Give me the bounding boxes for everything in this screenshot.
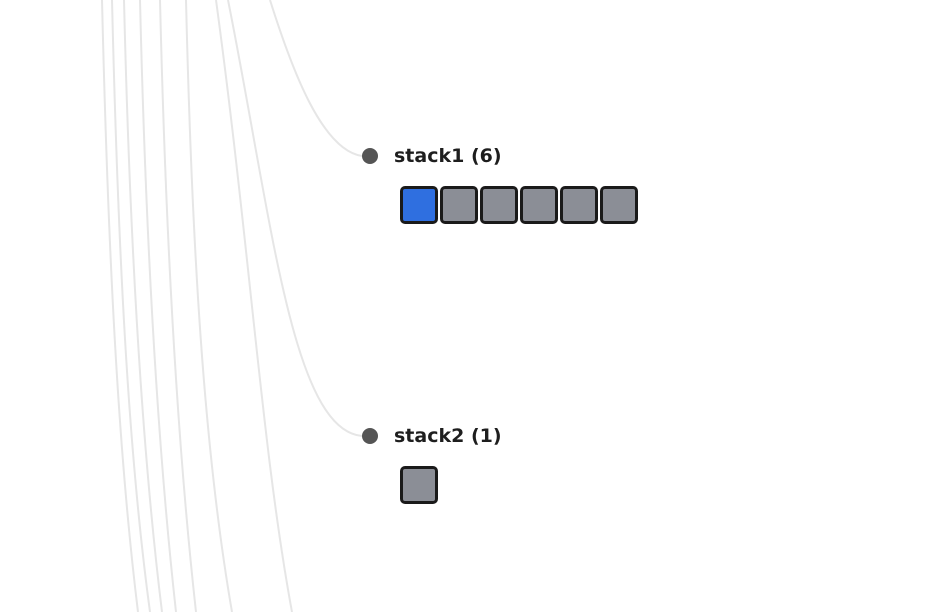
stack2-block-1[interactable] — [400, 466, 438, 504]
stack1-node-dot[interactable] — [362, 148, 378, 164]
stack1-blocks — [400, 186, 640, 224]
stack1-block-5[interactable] — [560, 186, 598, 224]
link-line — [123, 0, 163, 612]
link-line — [139, 0, 177, 612]
stack1-block-3[interactable] — [480, 186, 518, 224]
stack1-block-2[interactable] — [440, 186, 478, 224]
link-line — [185, 0, 233, 612]
link-line — [111, 0, 151, 612]
stack1-block-1[interactable] — [400, 186, 438, 224]
link-line — [215, 0, 293, 612]
link-line-stack2 — [227, 0, 363, 437]
stack1-label: stack1 (6) — [394, 145, 502, 167]
stack2-node-dot[interactable] — [362, 428, 378, 444]
link-line — [159, 0, 197, 612]
stack2-blocks — [400, 466, 440, 504]
link-line — [101, 0, 139, 612]
stack2-label: stack2 (1) — [394, 425, 502, 447]
link-line-stack1 — [269, 0, 363, 157]
stack1-block-4[interactable] — [520, 186, 558, 224]
stack1-block-6[interactable] — [600, 186, 638, 224]
